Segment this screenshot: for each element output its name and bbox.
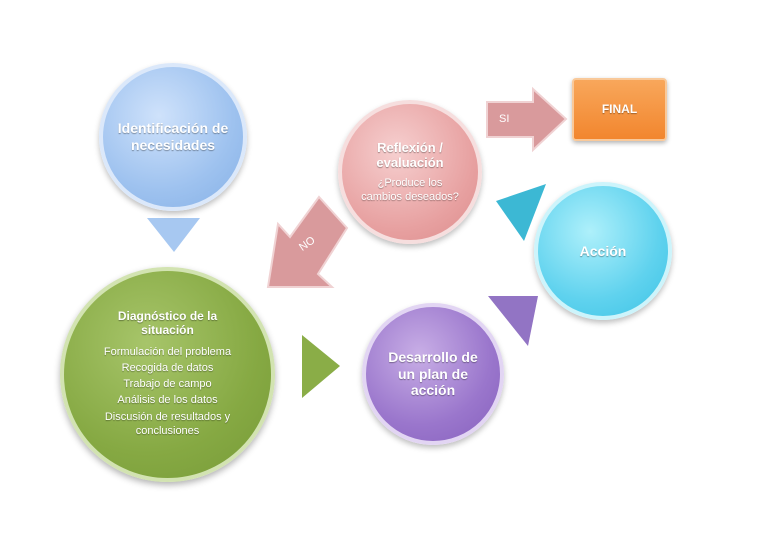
triangle-up-right-icon — [488, 296, 538, 346]
si-label: SI — [499, 113, 510, 125]
diagnostico-title: Diagnóstico de la situación — [117, 308, 218, 338]
accion-title: Acción — [579, 242, 627, 259]
identificacion-title: Identificación de necesidades — [117, 120, 229, 153]
triangle-right-icon — [302, 335, 340, 398]
triangle-down-icon — [147, 218, 200, 252]
no-arrow — [266, 195, 349, 288]
desarrollo-title: Desarrollo de un plan de acción — [388, 348, 478, 399]
reflexion-node: Reflexión / evaluación ¿Produce los camb… — [338, 100, 482, 244]
diagnostico-node: Diagnóstico de la situación Formulación … — [60, 267, 275, 482]
diagnostico-item: Trabajo de campo — [123, 378, 212, 391]
diagnostico-item: Recogida de datos — [121, 361, 214, 374]
triangle-up-left-icon — [496, 184, 546, 241]
reflexion-question: ¿Produce los cambios deseados? — [361, 176, 459, 203]
identificacion-node: Identificación de necesidades — [99, 63, 247, 211]
desarrollo-node: Desarrollo de un plan de acción — [362, 303, 504, 445]
si-arrow — [486, 86, 568, 153]
final-title: FINAL — [601, 102, 638, 117]
diagnostico-item: Análisis de los datos — [117, 394, 218, 407]
diagnostico-list: Formulación del problema Recogida de dat… — [83, 343, 253, 441]
diagnostico-item: Discusión de resultados y conclusiones — [104, 410, 231, 437]
diagnostico-item: Formulación del problema — [103, 345, 232, 358]
accion-node: Acción — [534, 182, 672, 320]
reflexion-title: Reflexión / evaluación — [376, 139, 444, 171]
final-node: FINAL — [572, 78, 667, 141]
